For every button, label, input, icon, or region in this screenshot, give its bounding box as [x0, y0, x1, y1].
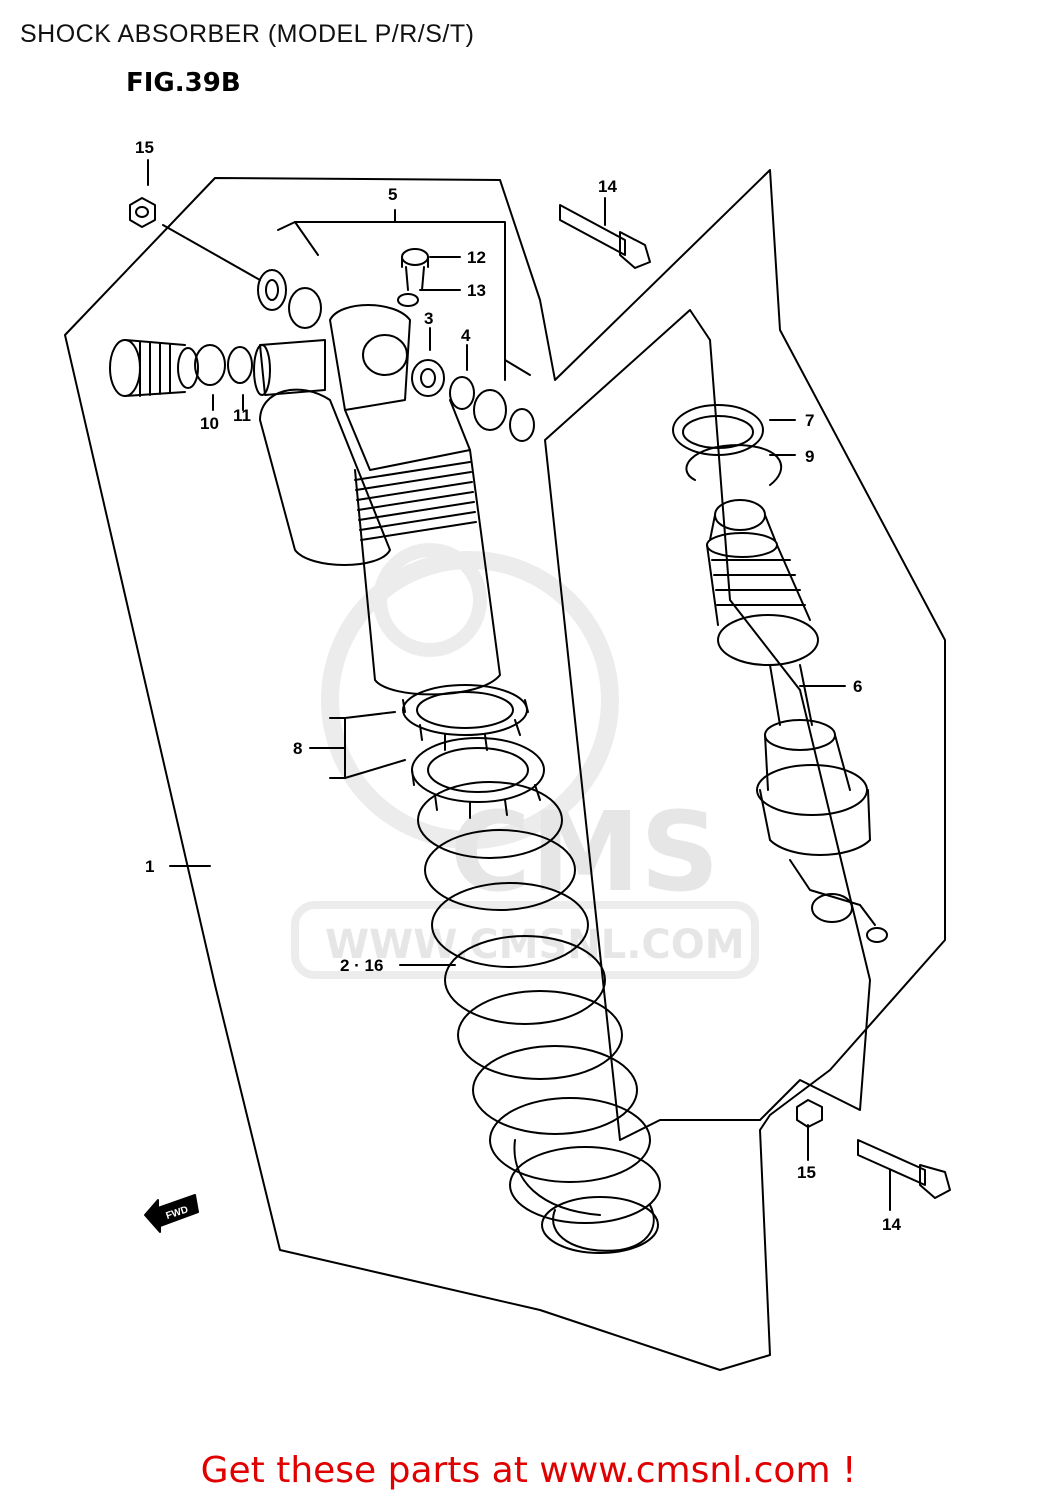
footer-parts-link[interactable]: Get these parts at www.cmsnl.com !: [200, 1450, 857, 1491]
rod-outline: [544, 309, 871, 1141]
reservoir-hose: [259, 339, 326, 396]
callout-8: 8: [293, 739, 302, 758]
callout-12: 12: [467, 248, 486, 267]
washer-13: [397, 293, 419, 307]
bolt-14-top: [559, 204, 651, 269]
callout-5: 5: [388, 185, 397, 204]
bolt-12: [401, 248, 429, 291]
ring-4: [449, 376, 475, 410]
bushing-3: [411, 359, 445, 397]
callout-14-bottom: 14: [882, 1215, 901, 1234]
callout-15-top: 15: [135, 138, 154, 157]
nut-15-bottom: [796, 1099, 823, 1128]
reservoir-body: [259, 388, 391, 566]
callout-15-bottom: 15: [797, 1163, 816, 1182]
bolt-14-bottom: [857, 1139, 951, 1199]
snap-ring: [552, 1204, 655, 1252]
callout-2-16: 2 · 16: [340, 956, 383, 975]
spring-coils: [417, 781, 661, 1254]
o-ring-10: [194, 344, 226, 386]
shock-body: [329, 304, 411, 411]
callout-4: 4: [461, 326, 471, 345]
clip-9: [685, 444, 783, 486]
reservoir-cap: [109, 339, 199, 397]
callout-14-top: 14: [598, 177, 617, 196]
ring-7: [672, 404, 764, 456]
damper-rod-6: [706, 499, 888, 943]
nut-15-top: [129, 197, 156, 228]
callout-10: 10: [200, 414, 219, 433]
fwd-arrow: [144, 1194, 199, 1233]
page-title: SHOCK ABSORBER (MODEL P/R/S/T): [20, 20, 475, 48]
callout-1: 1: [145, 857, 154, 876]
threads: [354, 461, 477, 541]
callout-7: 7: [805, 411, 814, 430]
callout-6: 6: [853, 677, 862, 696]
callout-3: 3: [424, 309, 433, 328]
callout-9: 9: [805, 447, 814, 466]
seal-5a: [257, 269, 287, 311]
o-ring-11: [227, 346, 253, 384]
seal-5d: [509, 408, 535, 442]
seal-5c: [473, 389, 507, 431]
watermark-url: WWW.CMSNL.COM: [325, 922, 745, 968]
bracket-5: [294, 221, 506, 381]
figure-label: FIG.39B: [126, 68, 241, 98]
parts-diagram: CMS WWW.CMSNL.COM: [64, 138, 951, 1371]
seal-5b: [288, 287, 322, 329]
callout-11: 11: [233, 406, 251, 425]
callout-13: 13: [467, 281, 486, 300]
spring-seat-8b: [411, 737, 545, 819]
assembly-outline: [64, 169, 946, 1371]
